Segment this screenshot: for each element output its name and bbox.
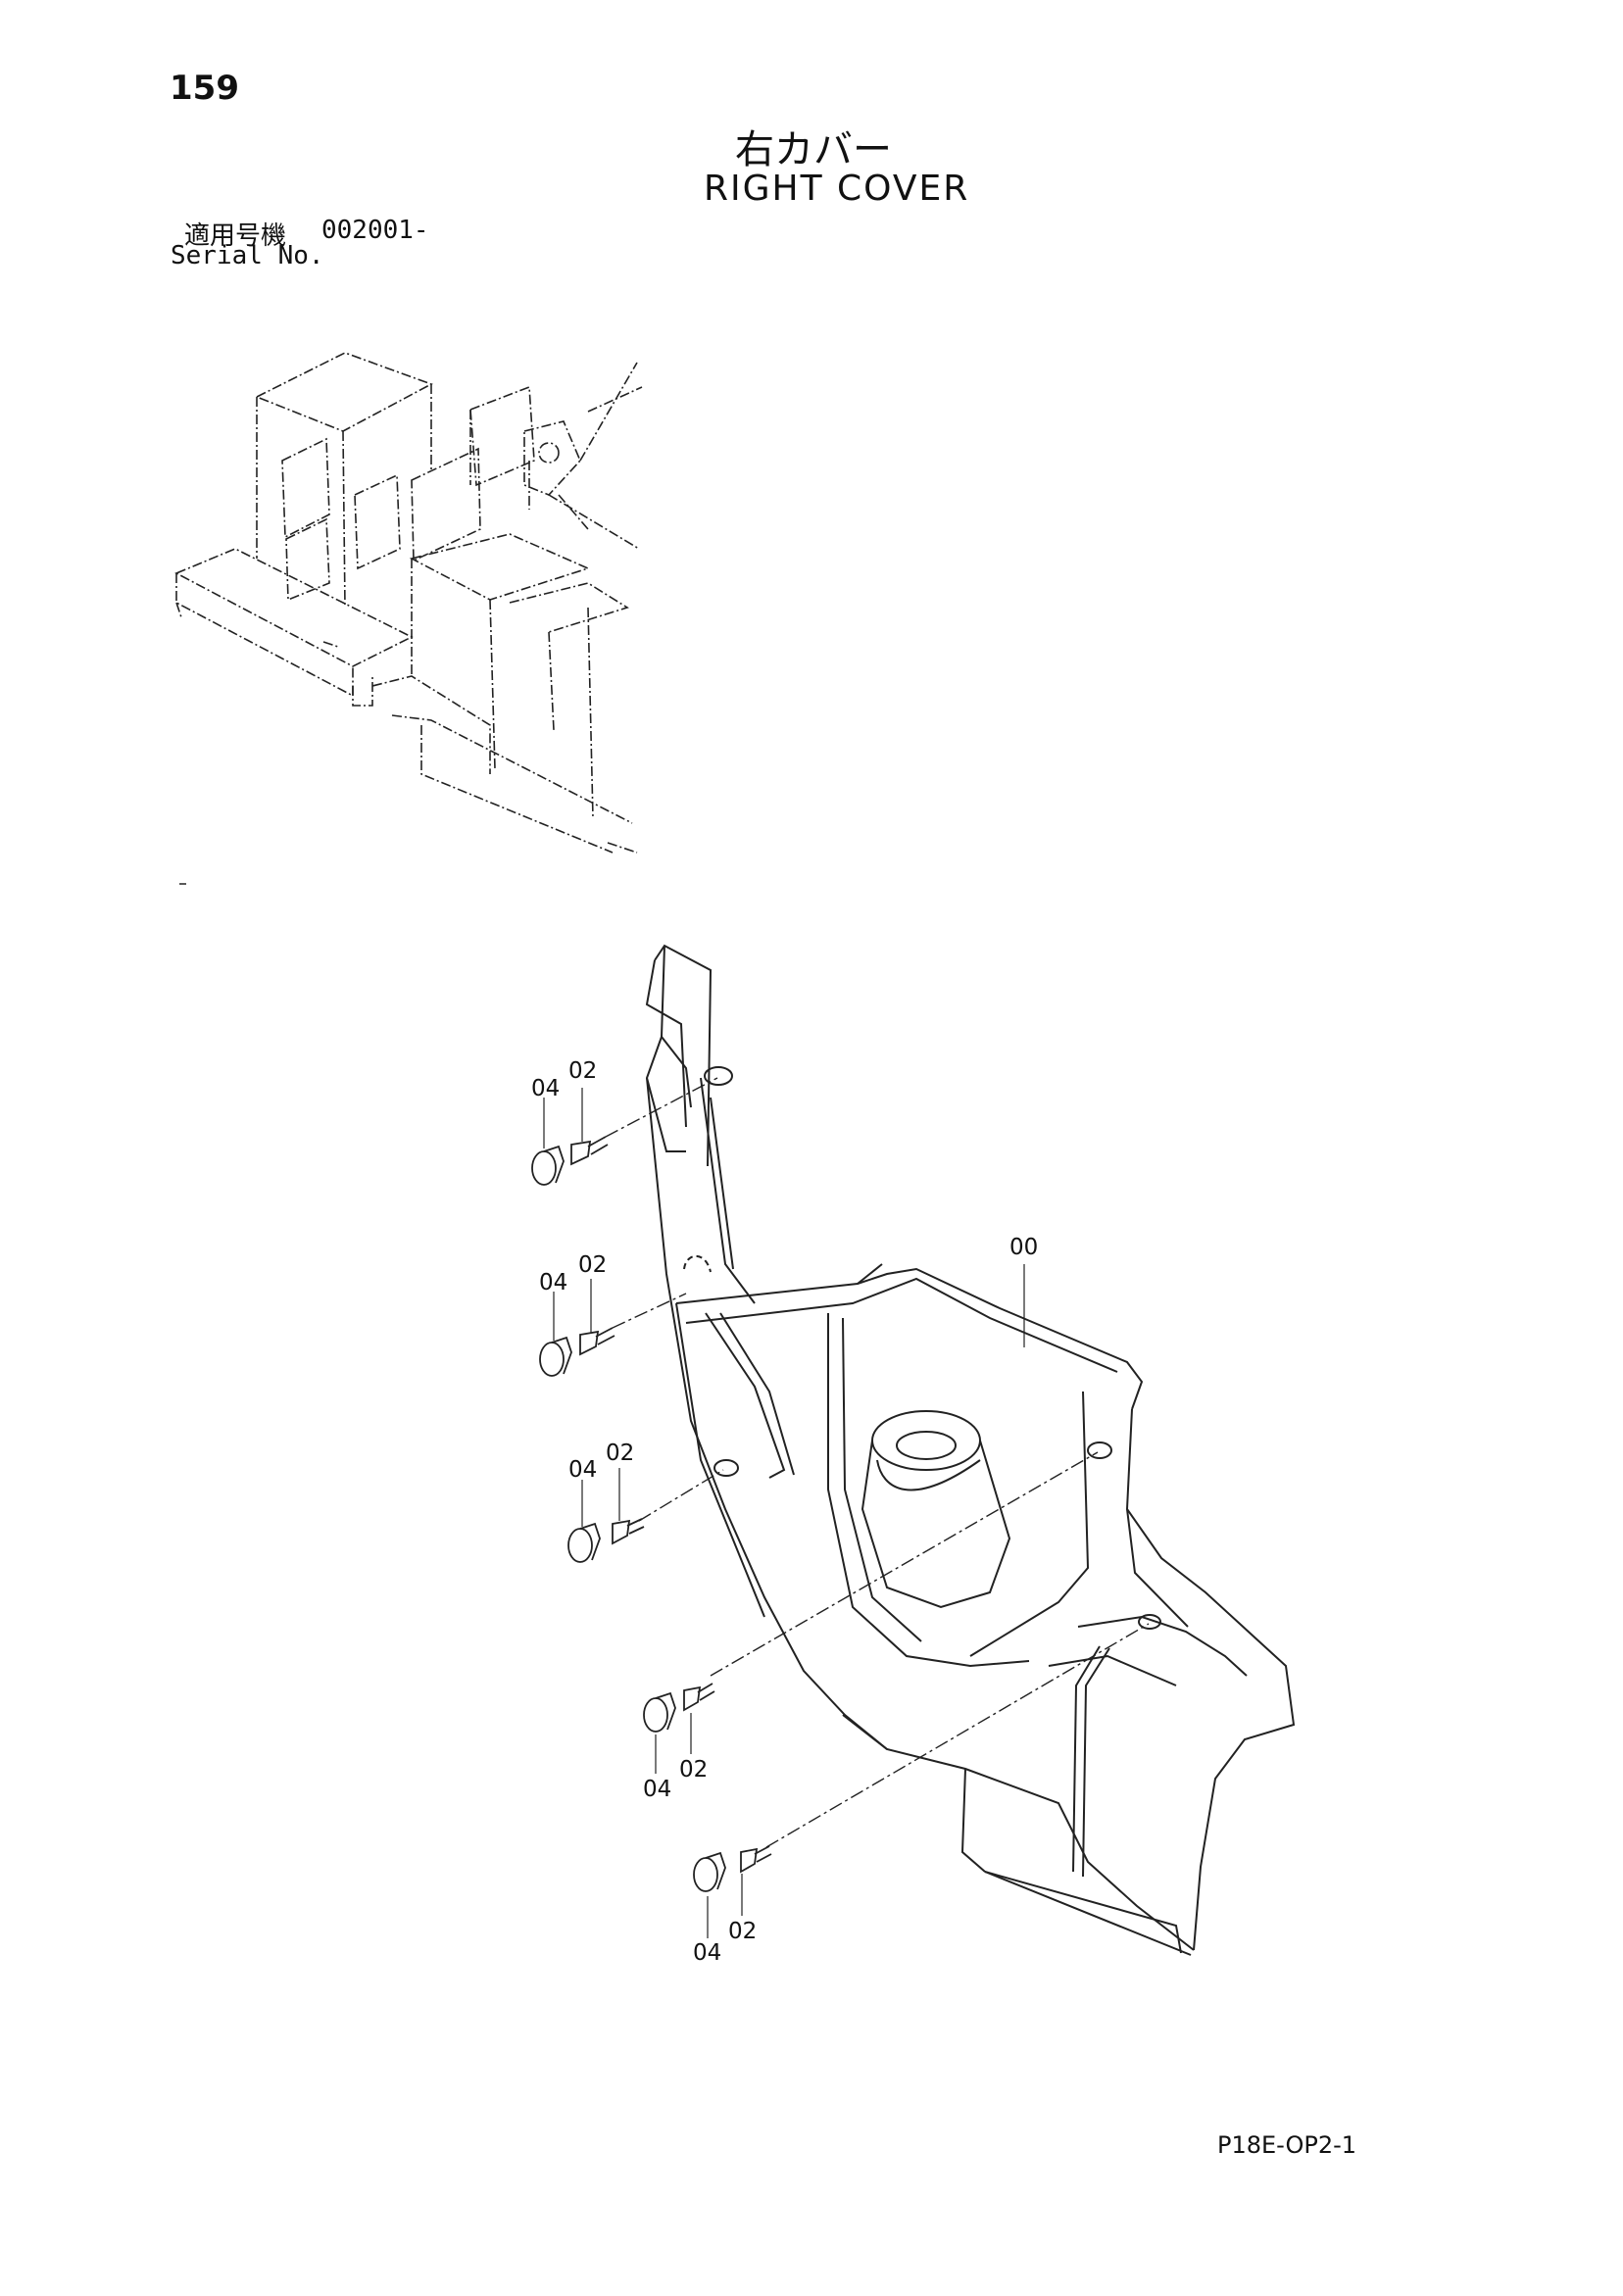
machine-overview-sketch	[174, 352, 643, 854]
callout-labels: 04 02 04 02 04 02 04 02 04 02 00	[531, 1058, 1038, 1966]
right-cover-part	[645, 944, 1296, 1956]
callout-leaders	[543, 1088, 1025, 1938]
callout-04: 04	[531, 1076, 560, 1101]
callout-00: 00	[1009, 1235, 1038, 1260]
serial-label-japanese: 適用号機	[184, 221, 287, 251]
callout-02: 02	[568, 1058, 597, 1084]
callout-04: 04	[643, 1777, 671, 1802]
serial-number-value: 002001-	[321, 216, 429, 245]
document-code: P18E-OP2-1	[1217, 2131, 1357, 2159]
fastener-parts	[531, 1136, 772, 1892]
callout-04: 04	[539, 1270, 567, 1295]
callout-02: 02	[606, 1441, 634, 1466]
fastener-leader-lines	[605, 1077, 1150, 1848]
callout-02: 02	[578, 1252, 607, 1278]
callout-02: 02	[679, 1757, 708, 1783]
callout-02: 02	[728, 1919, 757, 1944]
page-number: 159	[170, 69, 239, 108]
page-title-english: RIGHT COVER	[704, 169, 970, 209]
callout-04: 04	[568, 1457, 597, 1483]
callout-04: 04	[693, 1940, 721, 1966]
page-title-japanese: 右カバー	[735, 127, 892, 172]
serial-label-english: Serial No.	[171, 241, 324, 270]
